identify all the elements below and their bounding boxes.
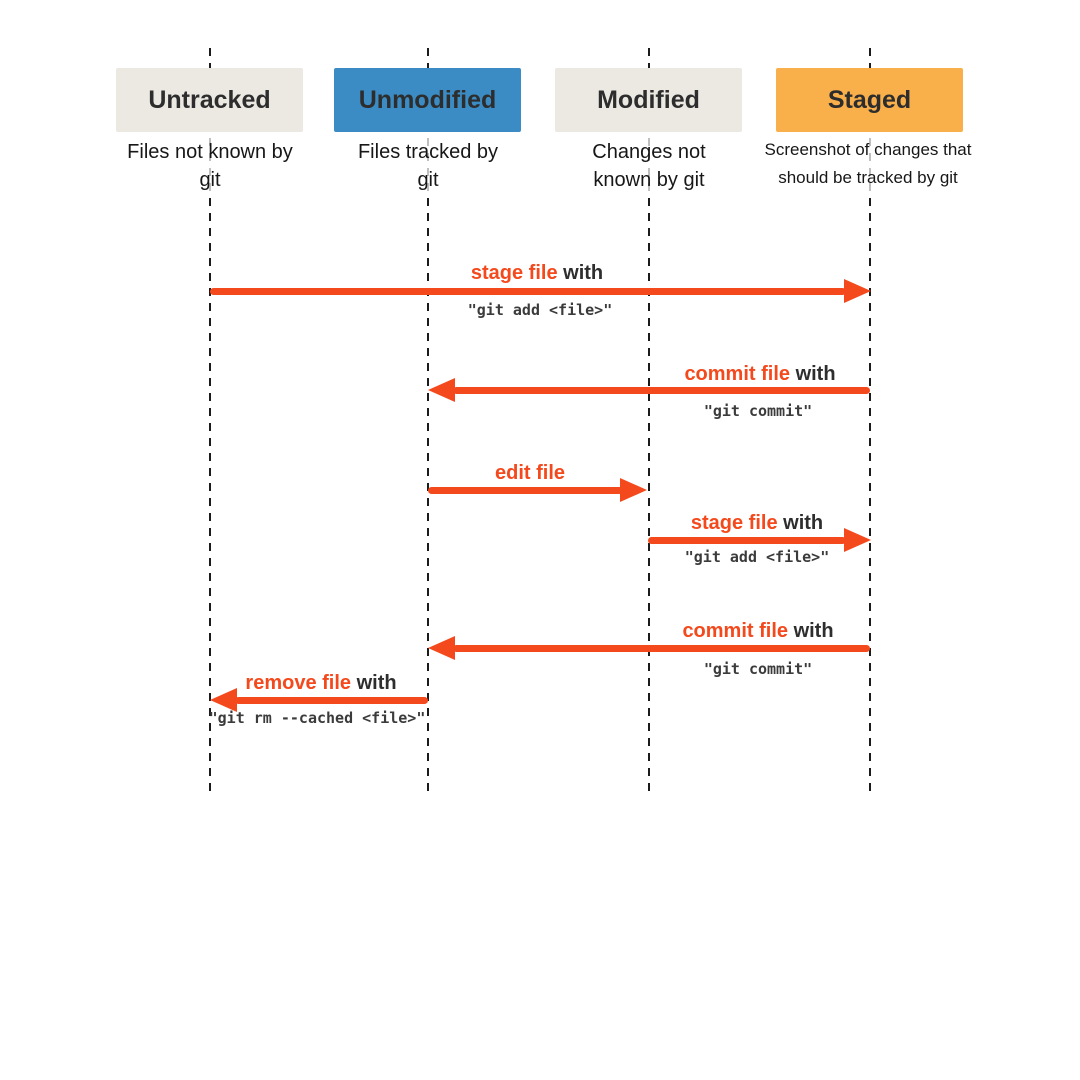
transition-label: commit file with — [682, 620, 833, 643]
arrow-head-left-icon — [428, 378, 455, 402]
arrow-head-left-icon — [210, 688, 237, 712]
command-text: "git add <file>" — [684, 548, 830, 566]
connector-text: with — [788, 620, 834, 642]
connector-text: with — [777, 512, 824, 534]
connector-text: with — [790, 363, 836, 385]
subtitle-staged: Screenshot of changes that should be tra… — [754, 136, 982, 192]
command-text: "git commit" — [703, 660, 813, 678]
arrow-head-right-icon — [844, 279, 871, 303]
lifeline-untracked — [209, 48, 211, 792]
state-box-modified: Modified — [555, 68, 742, 132]
arrow-head-right-icon — [620, 478, 647, 502]
arrow-head-left-icon — [428, 636, 455, 660]
arrow-head-right-icon — [844, 528, 871, 552]
arrow-shaft — [210, 288, 846, 295]
transition-label: stage file with — [471, 262, 603, 285]
action-text: stage file — [470, 262, 558, 284]
arrow-shaft — [453, 387, 870, 394]
arrow-shaft — [648, 537, 846, 544]
arrow-shaft — [428, 487, 623, 494]
action-text: commit file — [684, 363, 791, 385]
state-box-staged: Staged — [776, 68, 963, 132]
action-text: edit file — [494, 462, 566, 484]
lifeline-unmodified — [427, 48, 429, 792]
connector-text: with — [351, 672, 397, 694]
connector-text: with — [557, 262, 604, 284]
lifeline-staged — [869, 48, 871, 792]
state-box-untracked: Untracked — [116, 68, 303, 132]
lifeline-modified — [648, 48, 650, 792]
transition-label: edit file — [495, 462, 565, 485]
command-text: "git rm --cached <file>" — [208, 709, 426, 727]
subtitle-unmodified: Files tracked by git — [353, 138, 503, 194]
transition-label: stage file with — [691, 512, 823, 535]
subtitle-untracked: Files not known by git — [120, 138, 300, 194]
arrow-shaft — [235, 697, 428, 704]
state-box-unmodified: Unmodified — [334, 68, 521, 132]
transition-label: remove file with — [245, 672, 396, 695]
action-text: commit file — [682, 620, 789, 642]
action-text: stage file — [690, 512, 778, 534]
command-text: "git add <file>" — [467, 301, 613, 319]
transition-label: commit file with — [684, 363, 835, 386]
arrow-shaft — [453, 645, 870, 652]
action-text: remove file — [245, 672, 352, 694]
command-text: "git commit" — [703, 402, 813, 420]
subtitle-modified: Changes not known by git — [566, 138, 732, 194]
